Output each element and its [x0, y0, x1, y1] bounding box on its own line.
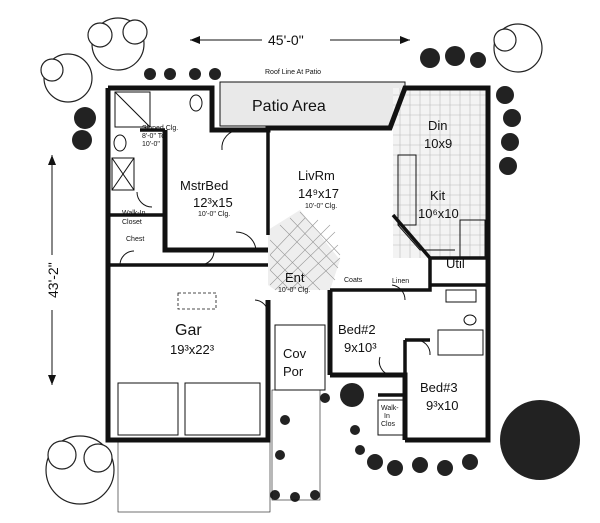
depth-dimension-text: 43'-2" — [45, 262, 61, 298]
kit-label: Kit — [430, 188, 446, 203]
depth-dimension: 43'-2" — [45, 155, 61, 385]
linen-label: Linen — [392, 278, 409, 285]
walkway — [117, 389, 321, 513]
bed3-label: Bed#3 — [420, 380, 458, 395]
walk-in-closet-label: Walk-In — [122, 210, 146, 217]
tree-icon — [45, 435, 115, 505]
walk-in-clos-label-3: Clos — [381, 421, 396, 428]
mstrbed-size: 12³x15 — [193, 195, 233, 210]
livrm-ceiling: 10'-0" Clg. — [305, 203, 337, 210]
walk-in-closet — [377, 399, 404, 436]
mstrbed-ceiling: 10'-0" Clg. — [198, 211, 230, 218]
tree-icon — [40, 53, 93, 103]
gar-size: 19³x22³ — [170, 342, 215, 357]
garage-doors — [117, 292, 261, 436]
din-size: 10x9 — [424, 136, 452, 151]
util-label: Util — [446, 256, 465, 271]
bath-fixtures — [111, 91, 484, 356]
sloped-clg-end: 10'-0" — [142, 141, 160, 148]
covpor-label-2: Por — [283, 364, 304, 379]
patio-label: Patio Area — [252, 98, 326, 115]
interior-walls — [108, 128, 488, 397]
sloped-clg-range: 8'-0" To — [142, 133, 165, 140]
chest-label: Chest — [126, 236, 144, 243]
ent-label: Ent — [285, 270, 305, 285]
bed2-label: Bed#2 — [338, 322, 376, 337]
width-dimension-text: 45'-0" — [268, 32, 304, 48]
width-dimension: 45'-0" — [190, 32, 410, 48]
coats-label: Coats — [344, 277, 363, 284]
dining-kitchen-floor — [393, 88, 488, 258]
tree-icon — [493, 23, 543, 73]
livrm-size: 14⁹x17 — [298, 186, 339, 201]
walk-in-closet-label-2: Closet — [122, 219, 142, 226]
walk-in-clos-label: Walk- — [381, 405, 399, 412]
walk-in-clos-label-2: In — [384, 413, 390, 420]
door-swings — [119, 129, 431, 376]
kit-size: 10⁶x10 — [418, 206, 459, 221]
shrub-icon — [500, 400, 580, 480]
din-label: Din — [428, 118, 448, 133]
shrub-row — [72, 46, 521, 502]
entry-floor — [268, 210, 341, 291]
patio-area — [219, 81, 406, 127]
bed3-size: 9³x10 — [426, 398, 459, 413]
covpor-label: Cov — [283, 346, 307, 361]
mstrbed-label: MstrBed — [180, 178, 228, 193]
sloped-clg-note: Sloped Clg. — [142, 125, 178, 132]
livrm-label: LivRm — [298, 168, 335, 183]
bed2-size: 9x10³ — [344, 340, 377, 355]
kitchen-counters — [397, 154, 486, 259]
tree-icon — [87, 17, 148, 71]
roof-line-note: Roof Line At Patio — [265, 69, 321, 76]
ent-ceiling: 10'-0" Clg. — [278, 287, 310, 294]
gar-label: Gar — [175, 322, 202, 339]
